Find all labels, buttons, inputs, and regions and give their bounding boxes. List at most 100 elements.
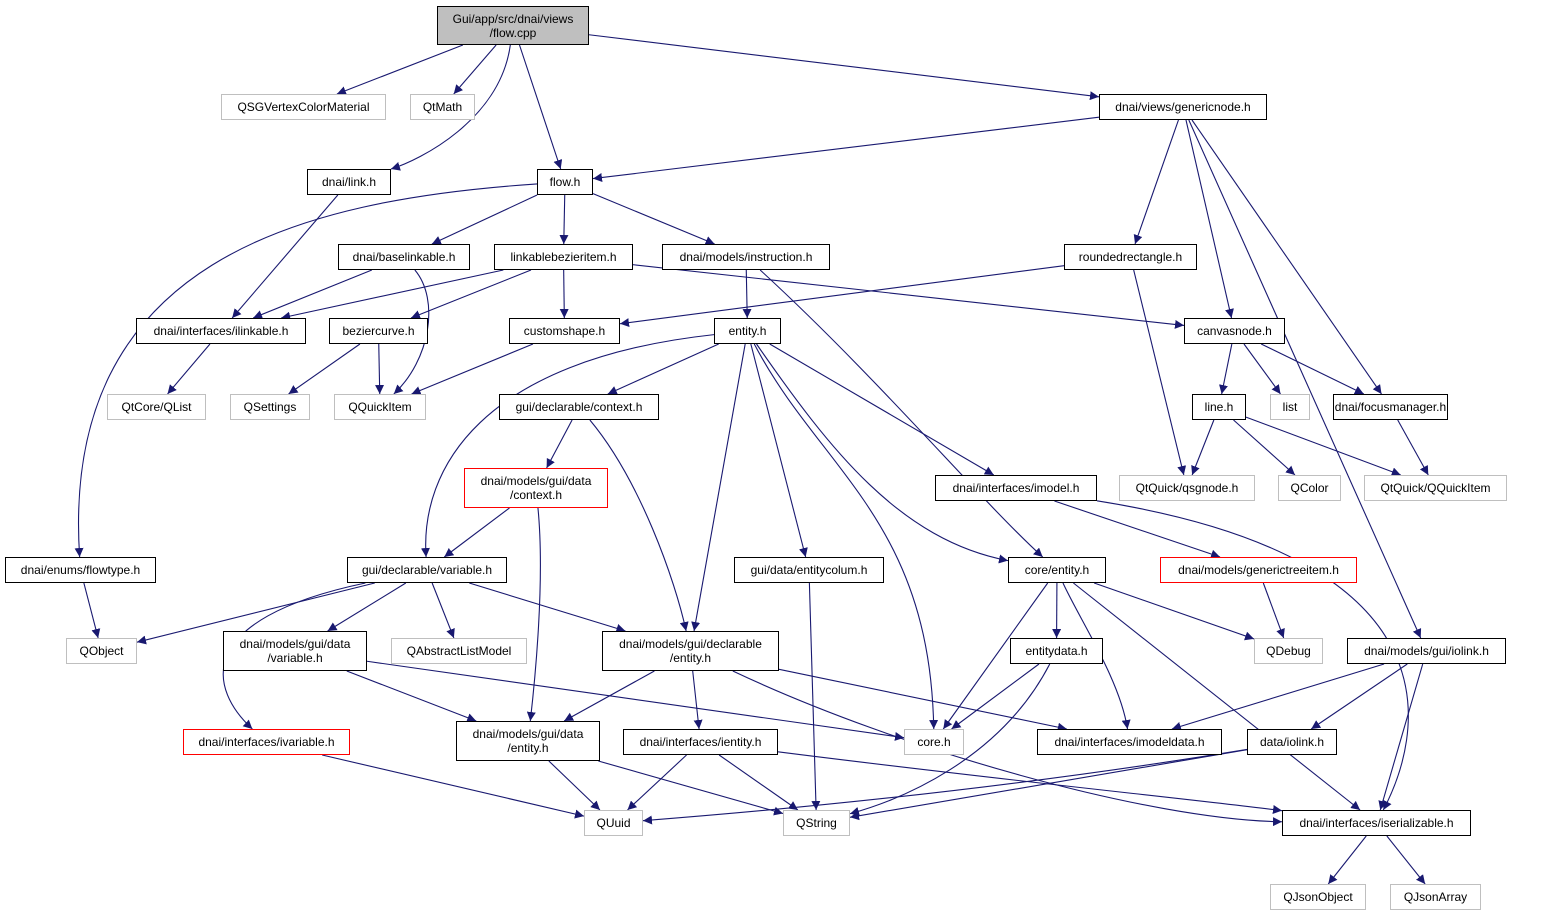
node-flowtype-h[interactable]: dnai/enums/flowtype.h: [5, 557, 156, 583]
edge-n22-n40: [526, 507, 541, 722]
edge-n19-n25: [1233, 419, 1296, 476]
node-qsettings[interactable]: QSettings: [230, 394, 310, 420]
node-qjsonarray[interactable]: QJsonArray: [1390, 884, 1481, 910]
edge-n9-n12: [619, 265, 1065, 328]
node-flow-h[interactable]: flow.h: [537, 169, 593, 195]
edge-n5-n27: [74, 183, 538, 558]
node-list[interactable]: list: [1270, 394, 1310, 420]
edge-n0-n1: [336, 44, 464, 95]
edge-n38-n47: [1378, 663, 1424, 811]
edge-n9-n24: [1133, 269, 1187, 476]
edge-n35-n40: [563, 670, 655, 722]
edge-n27-n32: [83, 582, 101, 639]
edge-n3-n5: [592, 116, 1100, 182]
edge-n41-n47: [777, 751, 1283, 814]
node-qtcore-qlist[interactable]: QtCore/QList: [107, 394, 206, 420]
node-ilinkable-h[interactable]: dnai/interfaces/ilinkable.h: [136, 318, 306, 344]
edge-n22-n28: [443, 507, 510, 558]
edge-n12-n17: [411, 343, 534, 395]
edge-n13-n42: [753, 343, 939, 730]
edge-n28-n33: [327, 582, 407, 632]
node-core-h[interactable]: core.h: [904, 729, 964, 755]
edge-n5-n6: [431, 194, 538, 245]
node-beziercurve-h[interactable]: beziercurve.h: [329, 318, 428, 344]
node-line-h[interactable]: line.h: [1192, 394, 1246, 420]
node-customshape-h[interactable]: customshape.h: [509, 318, 620, 344]
node-qcolor[interactable]: QColor: [1278, 475, 1341, 501]
node-entitydata-h[interactable]: entitydata.h: [1010, 638, 1103, 664]
node-quuid[interactable]: QUuid: [584, 810, 643, 836]
edge-n3-n21: [1191, 119, 1382, 395]
node-declarable-context-h[interactable]: gui/declarable/context.h: [499, 394, 659, 420]
node-qabstractlistmodel[interactable]: QAbstractListModel: [391, 638, 527, 664]
edge-n19-n24: [1191, 419, 1215, 476]
edge-n13-n30: [756, 343, 1009, 564]
edge-n33-n40: [346, 670, 477, 722]
edge-n8-n13: [742, 269, 752, 319]
node-flow-cpp[interactable]: Gui/app/src/dnai/views /flow.cpp: [437, 6, 589, 45]
node-core-entity-h[interactable]: core/entity.h: [1008, 557, 1106, 583]
node-roundedrectangle-h[interactable]: roundedrectangle.h: [1064, 244, 1197, 270]
edge-n0-n2: [453, 44, 497, 95]
edge-n0-n4: [390, 44, 511, 171]
node-linkablebezieritem-h[interactable]: linkablebezieritem.h: [494, 244, 633, 270]
node-data-iolink-h[interactable]: data/iolink.h: [1247, 729, 1337, 755]
edge-layer: [74, 34, 1429, 885]
node-gui-data-entity-h[interactable]: dnai/models/gui/data /entity.h: [456, 721, 600, 761]
node-imodel-h[interactable]: dnai/interfaces/imodel.h: [935, 475, 1097, 501]
edge-n0-n3: [588, 34, 1100, 101]
edge-n35-n47: [732, 670, 1283, 827]
node-qtquick-qsgnode-h[interactable]: QtQuick/qsgnode.h: [1119, 475, 1255, 501]
node-link-h[interactable]: dnai/link.h: [307, 169, 391, 195]
edge-n39-n45: [322, 754, 585, 819]
edge-n40-n46: [598, 760, 784, 816]
edge-n36-n46: [849, 663, 1051, 816]
node-instruction-h[interactable]: dnai/models/instruction.h: [662, 244, 830, 270]
node-imodeldata-h[interactable]: dnai/interfaces/imodeldata.h: [1037, 729, 1222, 755]
edge-n11-n16: [288, 343, 361, 395]
node-qstring[interactable]: QString: [783, 810, 850, 836]
edge-n30-n47: [1073, 582, 1361, 811]
node-qsgvertexcolormaterial[interactable]: QSGVertexColorMaterial: [221, 94, 386, 120]
edge-n40-n45: [548, 760, 601, 811]
node-entitycolum-h[interactable]: gui/data/entitycolum.h: [734, 557, 884, 583]
node-qquickitem[interactable]: QQuickItem: [334, 394, 426, 420]
edge-n47-n49: [1386, 835, 1426, 885]
edge-n5-n8: [592, 193, 715, 245]
node-qobject[interactable]: QObject: [66, 638, 137, 664]
node-iolink-h[interactable]: dnai/models/gui/iolink.h: [1347, 638, 1506, 664]
edge-n14-n19: [1219, 343, 1233, 395]
node-generictreeitem-h[interactable]: dnai/models/generictreeitem.h: [1160, 557, 1357, 583]
node-ientity-h[interactable]: dnai/interfaces/ientity.h: [623, 729, 778, 755]
edge-n7-n12: [559, 269, 569, 319]
edge-n38-n44: [1310, 663, 1408, 730]
node-baselinkable-h[interactable]: dnai/baselinkable.h: [338, 244, 470, 270]
node-focusmanager-h[interactable]: dnai/focusmanager.h: [1333, 394, 1448, 420]
node-qtmath[interactable]: QtMath: [410, 94, 475, 120]
edge-n44-n46: [849, 749, 1248, 821]
node-gui-data-variable-h[interactable]: dnai/models/gui/data /variable.h: [223, 631, 367, 671]
node-qjsonobject[interactable]: QJsonObject: [1270, 884, 1366, 910]
node-gui-declarable-entity-h[interactable]: dnai/models/gui/declarable /entity.h: [602, 631, 779, 671]
node-entity-h[interactable]: entity.h: [714, 318, 781, 344]
node-ivariable-h[interactable]: dnai/interfaces/ivariable.h: [183, 729, 350, 755]
edge-n0-n5: [518, 44, 563, 170]
node-iserializable-h[interactable]: dnai/interfaces/iserializable.h: [1282, 810, 1471, 836]
edge-n14-n21: [1260, 343, 1365, 395]
edge-n13-n18: [607, 343, 719, 395]
node-canvasnode-h[interactable]: canvasnode.h: [1184, 318, 1285, 344]
edge-n23-n31: [1054, 500, 1221, 559]
node-qdebug[interactable]: QDebug: [1254, 638, 1323, 664]
edge-n13-n28: [420, 334, 715, 558]
edge-n3-n14: [1185, 119, 1234, 319]
node-genericnode-h[interactable]: dnai/views/genericnode.h: [1099, 94, 1267, 120]
node-declarable-variable-h[interactable]: gui/declarable/variable.h: [347, 557, 507, 583]
node-qtquick-qquickitem[interactable]: QtQuick/QQuickItem: [1364, 475, 1507, 501]
edge-n18-n22: [546, 419, 573, 469]
node-gui-data-context-h[interactable]: dnai/models/gui/data /context.h: [464, 468, 608, 508]
edge-n41-n46: [718, 754, 799, 811]
edge-n5-n7: [559, 194, 569, 245]
edge-n6-n10: [252, 269, 373, 319]
edge-n7-n14: [632, 264, 1185, 329]
